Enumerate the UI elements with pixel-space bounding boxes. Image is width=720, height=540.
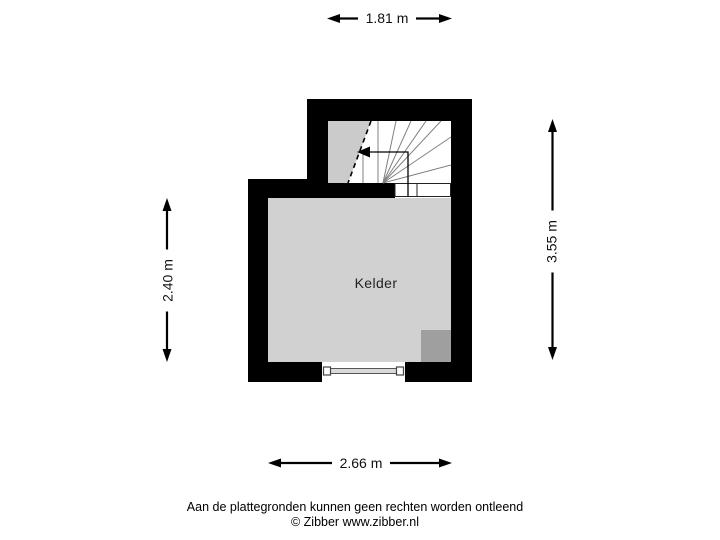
stair-bottom-steps [394, 183, 451, 197]
left-dimension-label: 2.40 m [157, 249, 179, 311]
copyright-text: © Zibber www.zibber.nl [290, 515, 419, 529]
stair-walk-line [357, 146, 409, 196]
window-symbol [322, 366, 405, 376]
top-dimension-label: 1.81 m [358, 8, 416, 29]
staircase [328, 120, 452, 197]
kelder-room-floor [268, 198, 451, 362]
stair-shaded-area [328, 121, 371, 183]
disclaimer-text: Aan de plattegronden kunnen geen rechten… [186, 500, 524, 514]
bottom-dimension-label: 2.66 m [332, 452, 390, 474]
stair-direction-arrow-icon [357, 146, 370, 158]
fixture [421, 330, 451, 362]
right-dimension-label: 3.55 m [541, 210, 563, 272]
stair-cut-dashed-line [347, 120, 372, 184]
room-name-label: Kelder [354, 275, 398, 291]
